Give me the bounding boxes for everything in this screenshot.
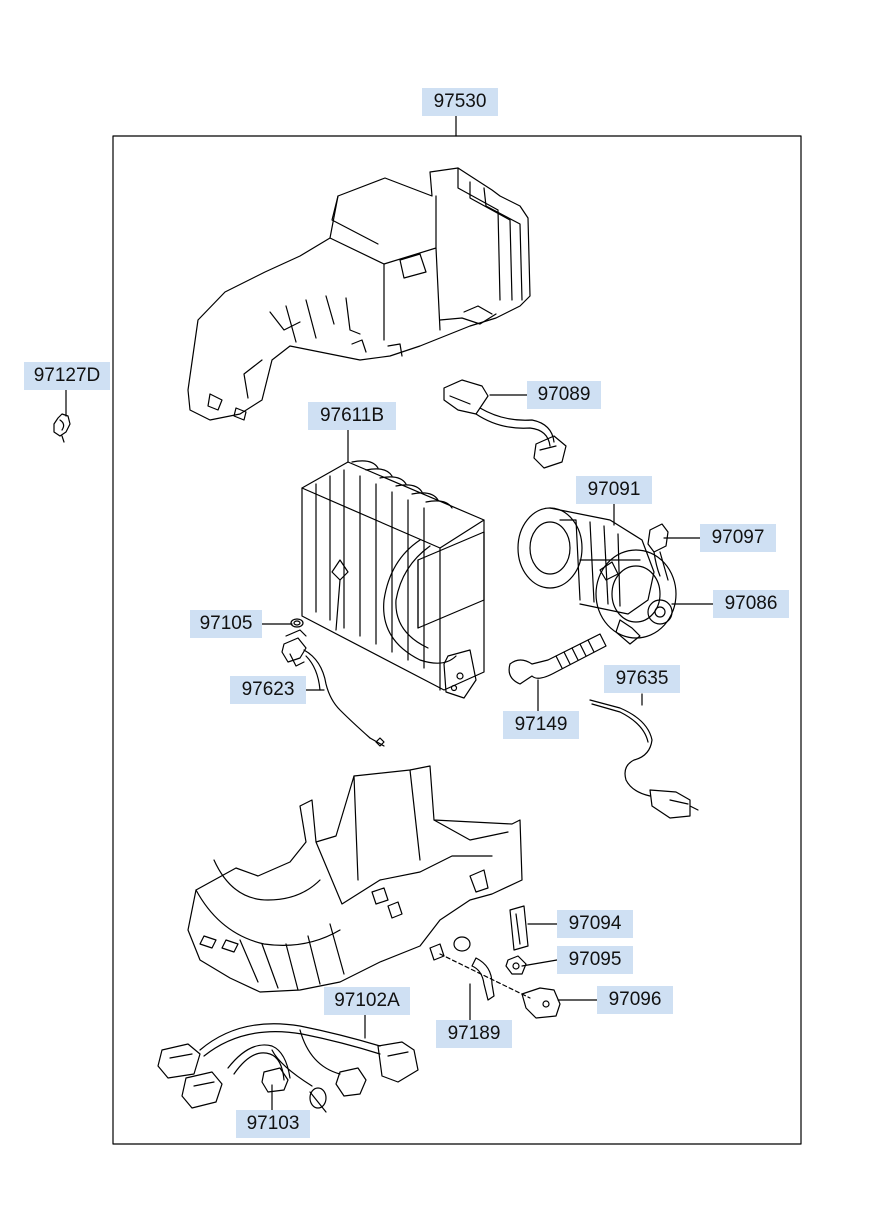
expansion-valve-drawing <box>282 638 384 746</box>
evaporator-drawing <box>302 461 484 698</box>
drain-hose-drawing <box>509 634 606 684</box>
label-grommet: 97095 <box>557 946 633 974</box>
upper-housing-drawing <box>188 168 530 420</box>
label-sensor: 97635 <box>604 665 680 693</box>
label-expansion-valve: 97623 <box>230 676 306 704</box>
label-drain-hose: 97149 <box>503 711 579 739</box>
label-assembly: 97530 <box>422 88 498 116</box>
label-blower-connector: 97097 <box>700 524 776 552</box>
assembly-border <box>112 135 802 1145</box>
label-bracket-a: 97094 <box>557 910 633 938</box>
label-blower-fan: 97091 <box>576 476 652 504</box>
o-ring-drawing <box>286 619 306 636</box>
label-hose-clip: 97189 <box>436 1020 512 1048</box>
resistor-drawing <box>444 380 566 468</box>
label-blower-motor: 97086 <box>713 590 789 618</box>
clip-drawing <box>54 414 70 442</box>
wiring-harness-drawing <box>158 1024 418 1112</box>
label-wiring-harness: 97102A <box>324 987 410 1015</box>
label-evaporator: 97611B <box>308 402 396 430</box>
label-clip: 97127D <box>24 362 110 390</box>
label-o-ring: 97105 <box>190 610 262 638</box>
label-connector: 97103 <box>236 1110 310 1138</box>
blower-drawing <box>518 508 676 644</box>
label-bracket-b: 97096 <box>597 986 673 1014</box>
blower-connector-drawing <box>648 524 668 580</box>
brackets-drawing <box>430 906 560 1018</box>
label-resistor: 97089 <box>527 381 601 409</box>
lower-housing-drawing <box>188 766 522 992</box>
sensor-drawing <box>590 700 698 818</box>
leader-lines <box>65 115 714 1111</box>
